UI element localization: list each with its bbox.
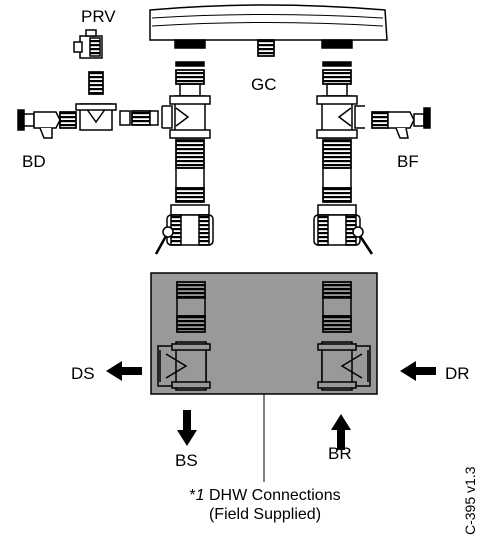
arrow-br bbox=[331, 414, 351, 450]
drain-valve-bd bbox=[17, 109, 77, 139]
label-dr: DR bbox=[445, 364, 470, 383]
note-number: 1 bbox=[195, 487, 205, 504]
label-bf: BF bbox=[397, 152, 419, 171]
connector-nipple bbox=[119, 110, 159, 126]
supply-branch-left bbox=[154, 61, 214, 255]
fill-valve-bf bbox=[371, 107, 431, 139]
label-br: BR bbox=[328, 444, 352, 463]
arrow-ds bbox=[106, 361, 142, 381]
note-text: DHW Connections bbox=[204, 487, 341, 504]
label-bd: BD bbox=[22, 152, 46, 171]
dhw-connections-box bbox=[150, 272, 378, 395]
label-prv: PRV bbox=[81, 7, 116, 26]
label-ds: DS bbox=[71, 364, 95, 383]
label-gc: GC bbox=[251, 75, 277, 94]
figure-id: C-395 v1.3 bbox=[462, 466, 478, 535]
dhw-note-line2: (Field Supplied) bbox=[208, 506, 322, 523]
arrow-dr bbox=[400, 361, 436, 381]
note-asterisk: * bbox=[189, 487, 196, 504]
arrow-bs bbox=[177, 410, 197, 446]
label-bs: BS bbox=[175, 451, 198, 470]
prv-assembly bbox=[73, 29, 117, 131]
return-branch-right bbox=[313, 61, 374, 255]
dhw-note-line1: *1 DHW Connections bbox=[135, 486, 395, 505]
boiler-header bbox=[149, 4, 388, 49]
gas-connection bbox=[257, 39, 275, 57]
dhw-note: *1 DHW Connections (Field Supplied) bbox=[135, 486, 395, 524]
